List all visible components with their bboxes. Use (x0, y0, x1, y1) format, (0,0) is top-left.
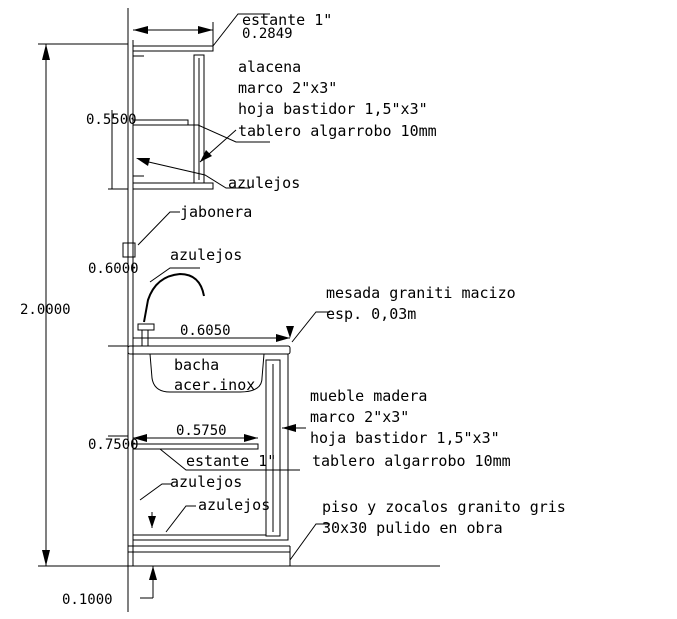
label-mueble-hoja: hoja bastidor 1,5"x3" (310, 429, 500, 447)
arrow-icon (136, 158, 150, 166)
leader-mesada (291, 311, 330, 343)
label-jabonera: jabonera (180, 203, 252, 221)
arrow-icon (133, 434, 147, 442)
leader-piso (289, 523, 330, 561)
label-azulejos-2: azulejos (170, 246, 242, 264)
arrow-icon (133, 26, 148, 34)
dim-lower-height: 0.7500 (88, 437, 139, 453)
arrow-icon (42, 44, 50, 60)
lower-cabinet-door (265, 359, 281, 537)
arrow-icon (286, 326, 294, 338)
dim-mid-gap: 0.6000 (88, 261, 139, 277)
label-estante-top: estante 1" (242, 11, 332, 29)
arrow-icon (42, 550, 50, 566)
dim-floor-offset: 0.1000 (62, 592, 113, 608)
label-bacha-mat: acer.inox (174, 376, 255, 394)
leader-jabonera (137, 211, 180, 246)
label-mueble: mueble madera (310, 387, 427, 405)
leader-azulejos-2 (149, 267, 200, 283)
leader-azulejos-1 (139, 159, 250, 189)
label-alacena-hoja: hoja bastidor 1,5"x3" (238, 100, 428, 118)
label-mueble-tablero: tablero algarrobo 10mm (312, 452, 511, 470)
dim-total-height: 2.0000 (20, 302, 71, 318)
label-piso: piso y zocalos granito gris (322, 498, 566, 516)
arrow-icon (244, 434, 258, 442)
label-azulejos-1: azulejos (228, 174, 300, 192)
leader-azulejos-4 (165, 505, 196, 533)
faucet-spout (143, 272, 205, 323)
sink-bowl (149, 353, 265, 393)
label-bacha: bacha (174, 356, 219, 374)
label-mueble-marco: marco 2"x3" (310, 408, 409, 426)
label-mesada: mesada graniti macizo (326, 284, 516, 302)
arrow-icon (276, 334, 290, 342)
arrow-icon (149, 566, 157, 580)
arrow-icon (282, 424, 296, 432)
dim-top-width: 0.2849 (242, 26, 293, 42)
label-mesada-esp: esp. 0,03m (326, 305, 416, 323)
dim-counter-width: 0.6050 (180, 323, 231, 339)
dim-upper-gap: 0.5500 (86, 112, 137, 128)
alacena-door-frame (193, 54, 205, 184)
alacena-top-board (132, 45, 214, 52)
leader-estante-top (212, 13, 270, 47)
label-azulejos-4: azulejos (198, 496, 270, 514)
alacena-shelf (132, 119, 189, 126)
label-alacena-tablero: tablero algarrobo 10mm (238, 122, 437, 140)
label-piso-2: 30x30 pulido en obra (322, 519, 503, 537)
label-alacena-marco: marco 2"x3" (238, 79, 337, 97)
countertop (127, 345, 291, 355)
arrow-icon (148, 516, 156, 528)
label-estante-bottom: estante 1" (186, 452, 276, 470)
alacena-bottom-board (132, 182, 214, 190)
dim-lower-depth: 0.5750 (176, 423, 227, 439)
label-alacena: alacena (238, 58, 301, 76)
label-azulejos-3: azulejos (170, 473, 242, 491)
jabonera-box (122, 242, 136, 258)
faucet-base (137, 323, 155, 331)
leader-estante-bottom (159, 448, 300, 471)
leader-alacena-shelf (160, 124, 270, 143)
arrow-icon (200, 150, 212, 162)
arrow-icon (198, 26, 213, 34)
lower-shelf (132, 443, 259, 450)
leader-azulejos-3 (139, 483, 172, 501)
